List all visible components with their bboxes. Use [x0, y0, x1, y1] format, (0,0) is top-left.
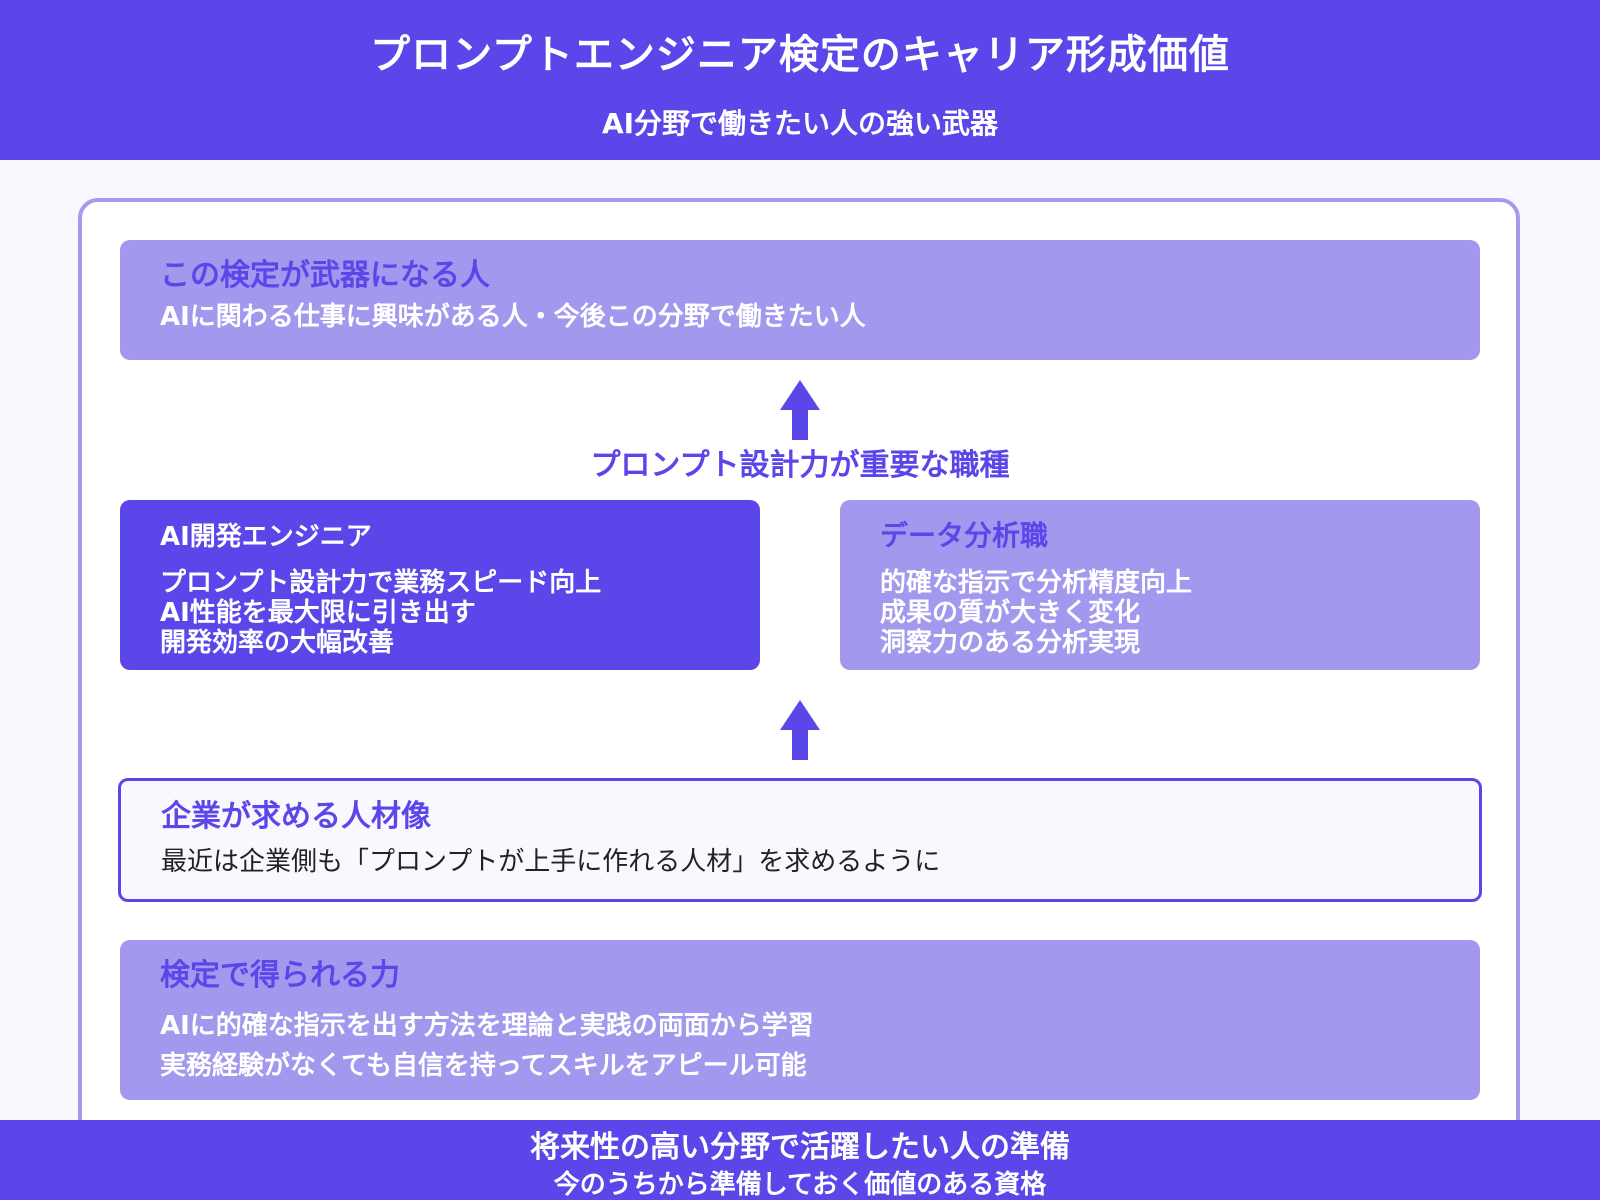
header-banner: プロンプトエンジニア検定のキャリア形成価値 AI分野で働きたい人の強い武器	[0, 0, 1600, 160]
job-box-data-analyst: データ分析職 的確な指示で分析精度向上 成果の質が大きく変化 洞察力のある分析実…	[840, 500, 1480, 670]
job-box-ai-engineer: AI開発エンジニア プロンプト設計力で業務スピード向上 AI性能を最大限に引き出…	[120, 500, 760, 670]
company-demand-box: 企業が求める人材像 最近は企業側も「プロンプトが上手に作れる人材」を求めるように	[118, 778, 1482, 902]
page-title: プロンプトエンジニア検定のキャリア形成価値	[370, 32, 1230, 78]
target-people-title: この検定が武器になる人	[160, 258, 490, 293]
job-title: データ分析職	[880, 519, 1049, 552]
skill-item: AIに的確な指示を出す方法を理論と実践の両面から学習	[160, 1011, 814, 1041]
job-item: 成果の質が大きく変化	[880, 598, 1141, 628]
arrow-up-icon	[780, 380, 820, 440]
skills-gained-box: 検定で得られる力 AIに的確な指示を出す方法を理論と実践の両面から学習 実務経験…	[120, 940, 1480, 1100]
company-demand-text: 最近は企業側も「プロンプトが上手に作れる人材」を求めるように	[161, 847, 941, 877]
page-subtitle: AI分野で働きたい人の強い武器	[601, 107, 999, 140]
company-demand-title: 企業が求める人材像	[161, 799, 431, 834]
job-item: AI性能を最大限に引き出す	[160, 598, 476, 628]
job-title: AI開発エンジニア	[160, 522, 372, 552]
key-jobs-label: プロンプト設計力が重要な職種	[590, 448, 1010, 483]
job-item: プロンプト設計力で業務スピード向上	[160, 568, 602, 598]
footer-headline: 将来性の高い分野で活躍したい人の準備	[530, 1130, 1070, 1165]
footer-banner: 将来性の高い分野で活躍したい人の準備 今のうちから準備しておく価値のある資格	[0, 1120, 1600, 1200]
skill-item: 実務経験がなくても自信を持ってスキルをアピール可能	[160, 1051, 807, 1081]
job-item: 的確な指示で分析精度向上	[880, 568, 1193, 598]
footer-subline: 今のうちから準備しておく価値のある資格	[553, 1170, 1047, 1200]
job-item: 洞察力のある分析実現	[880, 628, 1141, 658]
job-item: 開発効率の大幅改善	[160, 628, 395, 658]
skills-gained-title: 検定で得られる力	[160, 958, 400, 993]
target-people-text: AIに関わる仕事に興味がある人・今後この分野で働きたい人	[160, 302, 866, 332]
arrow-up-icon	[780, 700, 820, 760]
target-people-box: この検定が武器になる人 AIに関わる仕事に興味がある人・今後この分野で働きたい人	[120, 240, 1480, 360]
